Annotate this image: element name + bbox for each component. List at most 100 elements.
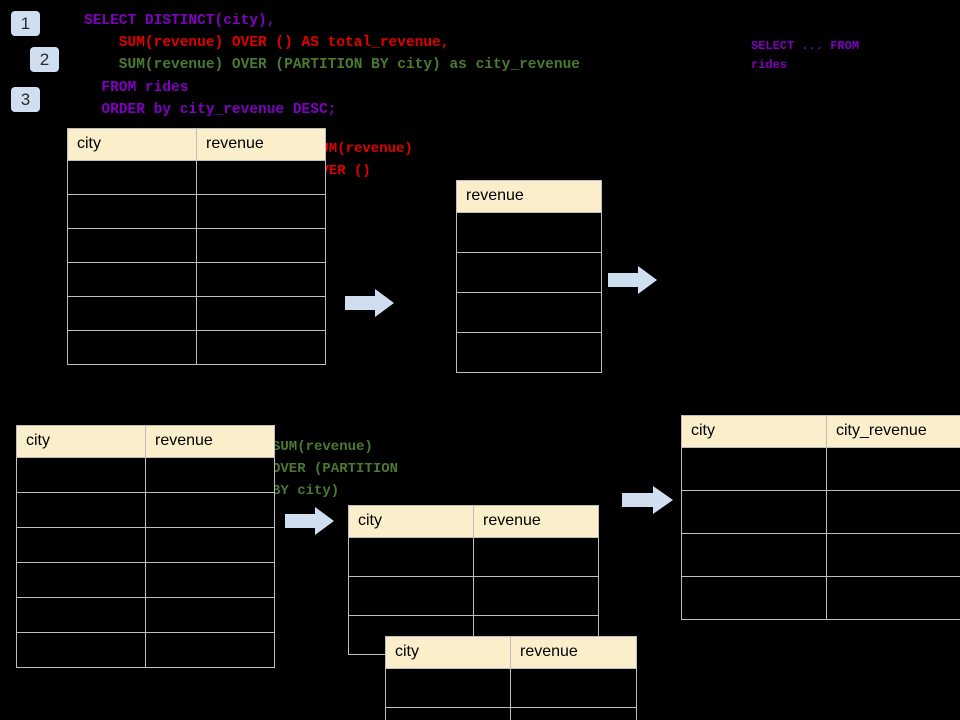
column-header-city: city [385,636,511,669]
cell-revenue [196,262,326,297]
table-row [67,262,326,297]
cell-revenue [456,332,602,373]
cell-revenue [196,194,326,229]
city-revenue-result-table: city city_revenue [681,415,960,620]
cell-city [67,228,197,263]
revenue-column-table: revenue [456,180,602,373]
table-row [67,330,326,365]
cell-city [16,527,146,563]
column-header-revenue: revenue [145,425,275,458]
table-row [67,194,326,229]
cell-revenue [196,160,326,195]
partition-group-table-a: city revenue [348,505,599,655]
column-header-city: city [16,425,146,458]
cell-city [67,330,197,365]
cell-city [681,447,827,491]
column-header-city: city [67,128,197,161]
sql-line-order-by: ORDER by city_revenue DESC; [84,102,337,118]
step-badge-3: 3 [11,87,40,112]
table-header-row: city revenue [348,505,599,538]
cell-revenue [456,212,602,253]
cell-city [681,576,827,620]
sql-line-city-revenue: SUM(revenue) OVER (PARTITION BY city) as… [84,57,580,73]
table-row [16,457,275,493]
cell-city [385,668,511,708]
column-header-revenue: revenue [510,636,637,669]
sql-line-from: FROM rides [84,80,189,96]
cell-revenue [456,292,602,333]
table-header-row: city city_revenue [681,415,960,448]
arrow-right-icon [608,266,657,294]
cell-revenue [145,457,275,493]
arrow-right-icon [345,289,394,317]
arrow-right-icon [285,507,334,535]
cell-city-revenue [826,533,960,577]
table-row [348,576,599,616]
annotation-partition-line3: BY city) [272,483,340,499]
step-badge-3-label: 3 [20,90,31,109]
table-row [681,576,960,620]
arrow-rides-to-partition [285,506,335,541]
cell-city [16,457,146,493]
arrow-right-icon [622,486,673,514]
rides-source-table: city revenue [67,128,326,365]
table-header-row: city revenue [16,425,275,458]
cell-revenue [196,330,326,365]
cell-city [385,707,511,720]
table-row [456,212,602,253]
annotation-partition-line1: SUM(revenue) [272,439,373,455]
step-badge-1: 1 [11,11,40,36]
cell-city [348,576,474,616]
column-header-city: city [681,415,827,448]
table-row [456,332,602,373]
table-row [67,296,326,331]
table-row [16,562,275,598]
cell-city-revenue [826,447,960,491]
column-header-revenue: revenue [196,128,326,161]
cell-city [16,492,146,528]
cell-city [67,262,197,297]
annotation-partition-line2: OVER (PARTITION [272,461,399,477]
table-row [681,490,960,534]
sql-line-total-revenue: SUM(revenue) OVER () AS total_revenue, [84,35,450,51]
cell-revenue [510,668,637,708]
step-badge-1-label: 1 [20,14,31,33]
partition-group-table-b: city revenue [385,636,637,720]
table-row [456,252,602,293]
column-header-revenue: revenue [456,180,602,213]
table-row [67,228,326,263]
table-row [681,533,960,577]
table-row [67,160,326,195]
column-header-city-revenue: city_revenue [826,415,960,448]
cell-revenue [145,597,275,633]
rides-source-table-2: city revenue [16,425,275,668]
sql-line-select: SELECT DISTINCT(city), [84,13,276,29]
arrow-rides-to-revenue [345,288,395,323]
cell-revenue [473,576,599,616]
table-row [16,492,275,528]
arrow-revenue-to-total [608,265,658,300]
table-row [385,668,637,708]
cell-revenue [510,707,637,720]
cell-revenue [145,562,275,598]
cell-city [16,632,146,668]
table-row [385,707,637,720]
cell-city [681,533,827,577]
cell-revenue [196,228,326,263]
cell-revenue [473,537,599,577]
table-row [348,537,599,577]
cell-city [67,160,197,195]
table-row [456,292,602,333]
table-header-row: revenue [456,180,602,213]
step-badge-2-label: 2 [39,50,50,69]
sidenote-rides: rides [751,58,788,72]
cell-revenue [145,632,275,668]
table-row [16,527,275,563]
column-header-city: city [348,505,474,538]
cell-city [16,562,146,598]
annotation-over-empty-line1: SUM(revenue) [312,141,413,157]
cell-city [16,597,146,633]
cell-revenue [145,527,275,563]
column-header-revenue: revenue [473,505,599,538]
